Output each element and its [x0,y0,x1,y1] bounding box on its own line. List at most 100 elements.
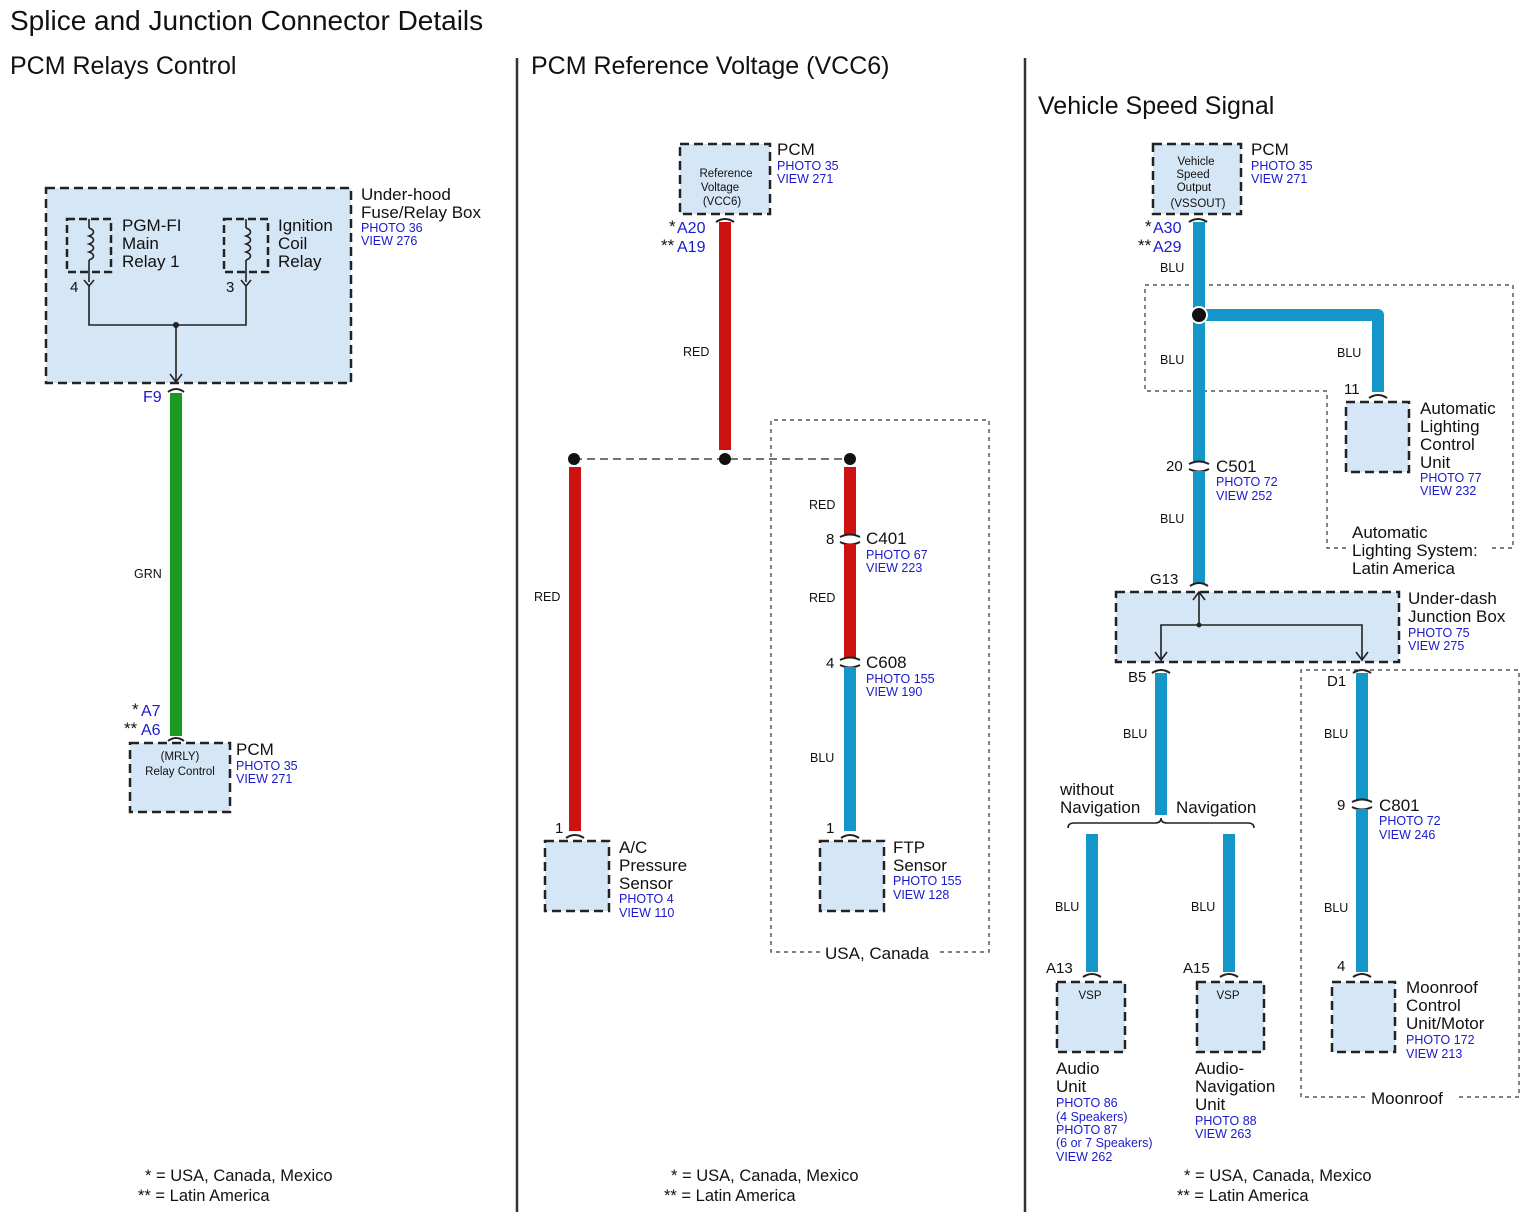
splice-dot [1190,306,1208,324]
box-label: Under-hood [361,185,451,204]
pcm-vss-box [1151,142,1243,216]
photo-ref: PHOTO 35 [777,159,839,173]
component-label: Unit [1056,1077,1087,1096]
connector-id: C801 [1379,796,1420,815]
connector-icon [565,834,585,839]
internal-wire [88,286,247,326]
view-ref: VIEW 271 [777,172,833,186]
component-label: Navigation [1195,1077,1275,1096]
component-label: Sensor [619,874,673,893]
coil-icon [243,227,252,261]
box-label: Fuse/Relay Box [361,203,481,222]
view-ref: VIEW 190 [866,685,922,699]
wire-color-label: BLU [1324,727,1348,741]
component-label: Unit [1195,1095,1226,1114]
star-mark: * [1145,217,1152,236]
wire-color-label: BLU [1123,727,1147,741]
photo-ref: PHOTO 87 [1056,1123,1118,1137]
wire-color-label: BLU [1324,901,1348,915]
pcm-inner-label: Output [1177,182,1212,194]
relay-label: PGM-FI [122,216,182,235]
star-mark: * [132,700,139,719]
photo-ref: PHOTO 36 [361,221,423,235]
pin-g13: G13 [1150,571,1178,588]
photo-ref: PHOTO 172 [1406,1033,1475,1047]
splice-dot [568,453,580,465]
connector-icon [1352,973,1372,978]
connector-icon [840,834,860,839]
photo-note: (4 Speakers) [1056,1110,1128,1124]
audio-navigation-unit-box [1195,980,1266,1054]
photo-ref: PHOTO 155 [866,672,935,686]
view-ref: VIEW 232 [1420,484,1476,498]
view-ref: VIEW 275 [1408,639,1464,653]
splice-dot [173,322,179,328]
option-bracket [1067,817,1255,829]
connector-icon [1082,973,1102,978]
connector-icon [839,533,861,546]
pin-a13: A13 [1046,960,1073,977]
pcm-reference-voltage-box [678,142,772,216]
zone-label: Latin America [1352,559,1456,578]
connector-icon [1189,582,1209,587]
wire-color-label: RED [809,498,835,512]
pin-number: 1 [826,820,834,837]
connector-id: C501 [1216,457,1257,476]
relay-label: Relay [278,252,322,271]
view-ref: VIEW 276 [361,234,417,248]
pin-function: VSP [1216,990,1239,1002]
photo-ref: PHOTO 4 [619,892,674,906]
connector-icon [1188,218,1208,223]
arrow-icon [1355,651,1369,662]
wire-color-label: RED [809,591,835,605]
view-ref: VIEW 223 [866,561,922,575]
component-label: Audio [1056,1059,1099,1078]
component-label: FTP [893,838,925,857]
option-zone [770,419,990,953]
section-title: PCM Reference Voltage (VCC6) [531,52,889,80]
wire-color-label: BLU [1191,900,1215,914]
pin-f9: F9 [143,389,162,406]
connector-icon [167,388,185,393]
pin-a15: A15 [1183,960,1210,977]
connector-id: C401 [866,529,907,548]
pin-a7: A7 [141,703,161,720]
footnote-star: * = USA, Canada, Mexico [1184,1167,1372,1185]
pin-function: VSP [1078,990,1101,1002]
connector-icon [839,656,861,669]
component-label: Unit [1420,453,1451,472]
view-ref: VIEW 262 [1056,1150,1112,1164]
pcm-label: PCM [236,740,274,759]
relay-label: Coil [278,234,307,253]
connector-icon [1219,973,1239,978]
component-label: Control [1406,996,1461,1015]
pin-number: 20 [1166,458,1183,475]
component-label: Audio- [1195,1059,1244,1078]
pin-number: 3 [226,279,234,296]
connector-icon [1368,394,1388,399]
photo-ref: PHOTO 72 [1216,475,1278,489]
section-relays-control: PCM Relays Control Under-hood Fuse/Relay… [10,52,481,1205]
photo-note: (6 or 7 Speakers) [1056,1136,1153,1150]
section-vehicle-speed-signal: Vehicle Speed Signal Vehicle Speed Outpu… [1038,92,1520,1205]
view-ref: VIEW 246 [1379,828,1435,842]
arrow-icon [1192,590,1206,601]
option-label: Navigation [1176,798,1256,817]
connector-icon [1188,460,1210,473]
section-title: PCM Relays Control [10,52,236,80]
footnote-dstar: ** = Latin America [664,1187,796,1205]
relay-label: Ignition [278,216,333,235]
arrow-icon [169,373,183,384]
photo-ref: PHOTO 86 [1056,1096,1118,1110]
component-label: Automatic [1420,399,1496,418]
component-label: Lighting [1420,417,1480,436]
view-ref: VIEW 263 [1195,1127,1251,1141]
pin-a30: A30 [1153,220,1182,237]
audio-unit-box [1055,980,1127,1054]
option-zone [1300,669,1520,1098]
pin-number: 4 [70,279,78,296]
splice-dot [719,453,731,465]
component-label: A/C [619,838,647,857]
wire-color-label: BLU [810,751,834,765]
pin-number: 11 [1344,381,1360,398]
